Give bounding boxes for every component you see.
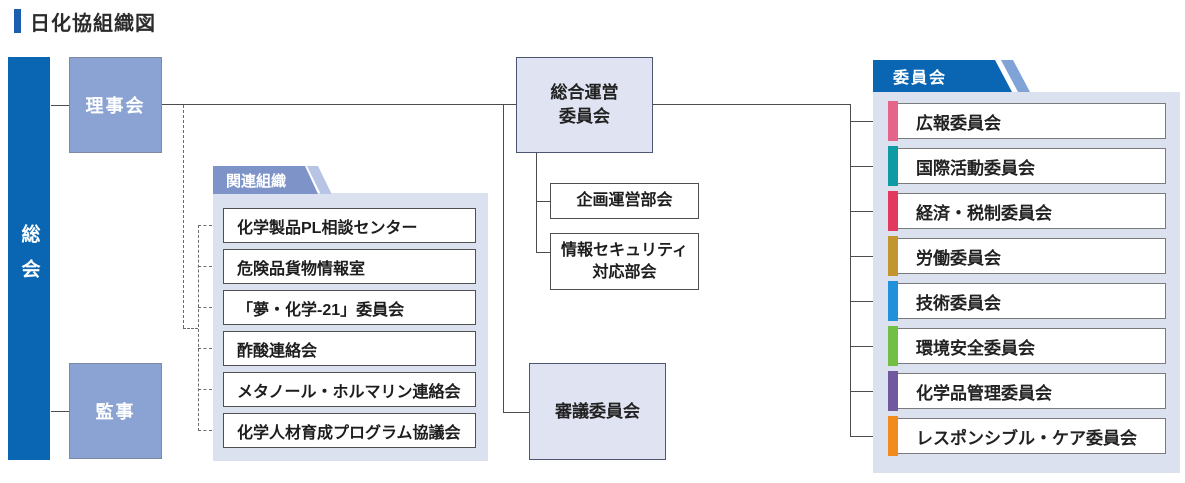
related-organization-label: 化学人材育成プログラム協議会: [237, 424, 461, 442]
committee-item: 技術委員会: [888, 281, 1166, 321]
related-organization-label: メタノール・ホルマリン連絡会: [237, 383, 461, 401]
node-planning-operation-subcommittee: 企画運営部会: [550, 183, 699, 219]
committee-color-bar: [888, 416, 898, 456]
node-board-label: 理事会: [85, 96, 146, 116]
title-accent-bar: [14, 9, 21, 33]
related-organizations-tab: 関連組織: [213, 166, 343, 194]
related-organization-label: 危険品貨物情報室: [237, 260, 366, 278]
committee-label: 化学品管理委員会: [916, 383, 1052, 403]
related-organization-label: 化学製品PL相談センター: [237, 219, 418, 237]
connector-soukai-kanji: [51, 411, 69, 412]
related-organization-item: メタノール・ホルマリン連絡会: [223, 372, 476, 407]
committees-panel: 広報委員会 国際活動委員会 経済・税制委員会 労働委員会 技術委員会: [873, 92, 1180, 473]
committee-item: レスポンシブル・ケア委員会: [888, 416, 1166, 456]
node-general-operation-line1: 総合運営: [550, 83, 619, 103]
connector-committee-stub-7: [850, 391, 888, 392]
connector-dashed-vertical-branch: [198, 225, 199, 431]
connector-committee-stub-3: [850, 211, 888, 212]
connector-committee-vertical: [850, 104, 851, 436]
committee-item: 労働委員会: [888, 236, 1166, 276]
connector-subcommittee-vertical: [536, 153, 537, 252]
connector-committee-stub-6: [850, 346, 888, 347]
committee-label: 国際活動委員会: [916, 158, 1035, 178]
committee-item: 化学品管理委員会: [888, 371, 1166, 411]
connector-committee-stub-5: [850, 301, 888, 302]
committee-color-bar: [888, 146, 898, 186]
connector-kikaku-stub: [536, 201, 550, 202]
node-auditors-label: 監事: [95, 402, 136, 422]
connector-main-horizontal: [162, 104, 850, 105]
related-organization-item: 酢酸連絡会: [223, 331, 476, 366]
connector-shingi-stub: [503, 412, 529, 413]
connector-joho-stub: [536, 252, 550, 253]
node-planning-label: 企画運営部会: [576, 192, 673, 210]
node-infosec-line1: 情報セキュリティ: [560, 241, 689, 259]
connector-committee-stub-4: [850, 256, 888, 257]
connector-dashed-stub-1: [198, 225, 223, 226]
connector-soukai-rijikai: [51, 105, 69, 106]
committees-tab: 委員会: [873, 60, 1033, 92]
committee-color-bar: [888, 281, 898, 321]
node-deliberation-committee: 審議委員会: [529, 363, 666, 460]
related-organization-label: 「夢・化学-21」委員会: [237, 301, 405, 319]
committee-color-bar: [888, 101, 898, 141]
committee-item: 広報委員会: [888, 101, 1166, 141]
committee-label: 環境安全委員会: [916, 338, 1035, 358]
connector-committee-stub-1: [850, 121, 888, 122]
committee-label: 広報委員会: [916, 113, 1001, 133]
related-organizations-panel: 化学製品PL相談センター 危険品貨物情報室 「夢・化学-21」委員会 酢酸連絡会…: [213, 193, 488, 461]
related-organization-item: 化学人材育成プログラム協議会: [223, 413, 476, 448]
connector-committee-stub-8: [850, 436, 888, 437]
node-general-operation-committee: 総合運営 委員会: [516, 57, 653, 153]
connector-dashed-vertical-main: [183, 105, 184, 328]
committee-label: 技術委員会: [916, 293, 1001, 313]
committee-label: 経済・税制委員会: [916, 203, 1052, 223]
committee-color-bar: [888, 236, 898, 276]
node-deliberation-label: 審議委員会: [555, 401, 640, 421]
committees-tab-label: 委員会: [873, 60, 1012, 92]
connector-dashed-stub-2: [198, 266, 223, 267]
connector-shingi-vertical: [503, 104, 504, 412]
page-title: 日化協組織図: [30, 13, 156, 35]
node-general-operation-line2: 委員会: [559, 107, 610, 126]
committee-label: 労働委員会: [916, 248, 1001, 268]
committee-item: 環境安全委員会: [888, 326, 1166, 366]
node-board-of-directors: 理事会: [69, 57, 162, 153]
connector-dashed-stub-5: [198, 389, 223, 390]
connector-dashed-stub-3: [198, 307, 223, 308]
related-organization-item: 化学製品PL相談センター: [223, 208, 476, 243]
connector-dashed-stub-4: [198, 348, 223, 349]
node-information-security-subcommittee: 情報セキュリティ 対応部会: [550, 233, 699, 290]
committee-label: レスポンシブル・ケア委員会: [916, 428, 1137, 448]
related-tab-label: 関連組織: [213, 166, 318, 194]
committee-item: 国際活動委員会: [888, 146, 1166, 186]
related-organization-item: 「夢・化学-21」委員会: [223, 290, 476, 325]
committee-color-bar: [888, 326, 898, 366]
node-auditors: 監事: [69, 363, 162, 459]
connector-dashed-joint: [183, 328, 198, 329]
node-general-assembly: 総会: [8, 57, 50, 460]
related-organization-item: 危険品貨物情報室: [223, 249, 476, 284]
committee-color-bar: [888, 371, 898, 411]
connector-committee-stub-2: [850, 166, 888, 167]
connector-dashed-stub-6: [198, 430, 223, 431]
committee-item: 経済・税制委員会: [888, 191, 1166, 231]
node-infosec-line2: 対応部会: [592, 263, 657, 281]
committee-color-bar: [888, 191, 898, 231]
related-organization-label: 酢酸連絡会: [237, 342, 318, 360]
node-general-assembly-label: 総会: [18, 223, 40, 294]
